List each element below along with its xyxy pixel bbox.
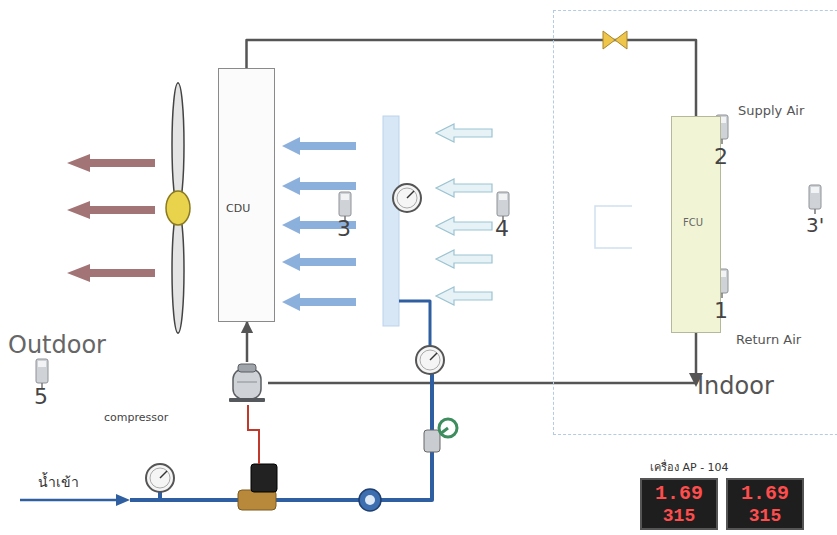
fresh-air-arrows <box>436 124 492 142</box>
exhaust-air-arrows <box>67 201 155 219</box>
node-text: FCU <box>683 217 703 229</box>
exhaust-air-arrows <box>67 154 155 282</box>
node-text: 1.69 <box>728 482 802 505</box>
callout-number: 2 <box>714 144 728 169</box>
expansion-valve <box>615 31 627 49</box>
node-text: 1.69 <box>642 482 716 505</box>
expansion-valve <box>603 31 627 49</box>
water-pipe <box>130 374 432 500</box>
ball-valve <box>439 419 457 437</box>
exhaust-air-arrows <box>67 264 155 282</box>
fresh-air-arrows <box>436 250 492 268</box>
intake-air-arrows <box>282 137 356 311</box>
temperature-sensor <box>809 185 821 214</box>
fresh-air-arrows <box>436 124 492 305</box>
water-meter <box>365 495 375 505</box>
pressure-gauge <box>393 184 421 212</box>
pressure-gauge <box>416 346 444 374</box>
indoor-zone: Indoor FCU <box>553 10 837 435</box>
pressure-gauge <box>146 464 174 492</box>
condenser-fan <box>172 209 184 333</box>
pressure-gauge <box>146 464 174 492</box>
meter-caption: เครื่อง AP - 104 <box>650 462 729 475</box>
compressor-shape <box>226 362 268 404</box>
fresh-air-arrows <box>436 179 492 197</box>
node-text: 315 <box>642 506 716 527</box>
water-inlet-arrow <box>116 494 130 506</box>
node-text: Indoor <box>697 373 774 401</box>
cooling-pad <box>383 116 399 326</box>
callout-number: 3 <box>337 216 351 241</box>
water-inlet-arrow <box>20 494 130 506</box>
callout-number: 3' <box>806 214 824 237</box>
solenoid-valve <box>238 464 277 510</box>
compressor-shape <box>237 382 257 383</box>
refrigerant-line <box>268 333 696 383</box>
digital-display: 1.69315 <box>726 478 804 530</box>
digital-display: 1.69315 <box>640 478 718 530</box>
fresh-air-arrows <box>436 287 492 305</box>
condenser-fan <box>172 83 184 207</box>
fresh-air-arrows <box>436 217 492 235</box>
temperature-sensor <box>809 185 821 214</box>
control-wire <box>248 405 259 464</box>
air-label: Supply Air <box>738 104 804 119</box>
condenser-fan <box>166 191 190 225</box>
water-meter <box>359 489 381 511</box>
expansion-valve <box>603 31 615 49</box>
callout-number: 5 <box>34 384 48 409</box>
intake-air-arrows <box>282 253 356 271</box>
compressor-shape <box>238 364 256 372</box>
temperature-sensor <box>36 359 48 388</box>
ball-valve <box>424 430 440 452</box>
cooling-pad <box>383 116 399 326</box>
water-pipe <box>158 492 162 500</box>
node-text: CDU <box>226 203 250 216</box>
callout-number: 1 <box>714 298 728 323</box>
ball-valve <box>440 428 448 434</box>
fan-coil-unit-box: FCU <box>671 116 721 333</box>
compressor-symbol: compressor <box>226 362 268 404</box>
control-wire <box>248 405 259 464</box>
refrigerant-line <box>247 40 697 116</box>
refrigerant-line <box>246 322 249 362</box>
node-text: compressor <box>104 412 168 425</box>
compressor-shape <box>233 369 261 399</box>
solenoid-valve <box>251 464 277 492</box>
air-label: Return Air <box>736 333 801 348</box>
condenser-fan <box>166 82 190 334</box>
intake-air-arrows <box>282 137 356 155</box>
node-text: 315 <box>728 506 802 527</box>
indoor-outline <box>595 206 632 248</box>
temperature-sensor <box>36 359 48 388</box>
water-pipe <box>130 301 432 500</box>
solenoid-valve <box>238 490 276 510</box>
indoor-outline <box>595 206 632 248</box>
water-inlet-label: น้ำเข้า <box>38 474 79 490</box>
water-pipe <box>399 301 430 346</box>
exhaust-air-arrows <box>67 154 155 172</box>
pressure-gauge <box>393 184 421 212</box>
water-meter <box>359 489 381 511</box>
condensing-unit-box: CDU <box>218 68 275 322</box>
water-inlet-arrow <box>20 499 118 502</box>
pressure-gauge <box>416 346 444 374</box>
zone-label: Outdoor <box>8 332 106 360</box>
ball-valve <box>424 419 457 452</box>
callout-number: 4 <box>495 216 509 241</box>
compressor-shape <box>229 398 265 402</box>
intake-air-arrows <box>282 293 356 311</box>
